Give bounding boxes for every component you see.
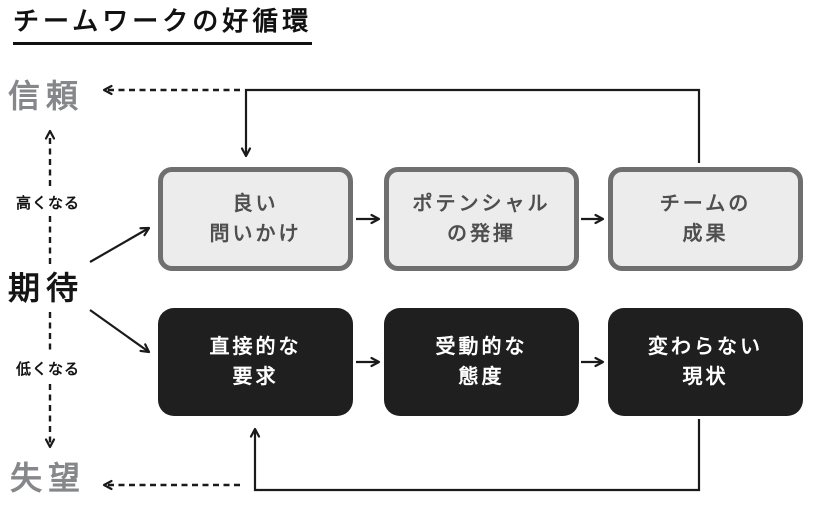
box-team-results-line1: チームの xyxy=(659,193,752,215)
expectation-label: 期待 xyxy=(8,270,85,306)
box-passive-attitude-line2: 態度 xyxy=(458,366,505,388)
box-team-results-line2: 成果 xyxy=(682,223,729,245)
diagram-title: チームワークの好循環 xyxy=(13,6,313,45)
box-unchanged-status-line1: 変わらない xyxy=(648,336,763,358)
feedback-loop-bottom-arrow xyxy=(249,419,701,492)
box-passive-attitude-line1: 受動的な xyxy=(435,336,528,358)
box-direct-demand-line2: 要求 xyxy=(232,366,279,388)
expectation-to-good-arrow xyxy=(89,226,151,263)
box-unchanged-status: 変わらない 現状 xyxy=(608,308,803,416)
box-potential-line1: ポテンシャル xyxy=(412,193,551,215)
disappointment-label: 失望 xyxy=(10,460,87,496)
box-good-question-line2: 問いかけ xyxy=(209,223,302,245)
trust-label: 信頼 xyxy=(8,78,85,114)
box-team-results: チームの 成果 xyxy=(608,167,803,271)
box-direct-demand: 直接的な 要求 xyxy=(158,308,353,416)
feedback-loop-top-arrow xyxy=(240,88,701,163)
box-passive-attitude: 受動的な 態度 xyxy=(384,308,579,416)
expectation-to-bad-arrow xyxy=(89,309,151,354)
box-good-question: 良い 問いかけ xyxy=(158,167,353,271)
box-good-question-line1: 良い xyxy=(232,193,279,215)
rise-note-label: 高くなる xyxy=(16,195,81,212)
box-potential: ポテンシャル の発揮 xyxy=(384,167,579,271)
box-unchanged-status-line2: 現状 xyxy=(682,366,729,388)
box-potential-line2: の発揮 xyxy=(447,223,516,245)
fall-note-label: 低くなる xyxy=(16,361,81,378)
box-direct-demand-line1: 直接的な xyxy=(209,336,302,358)
